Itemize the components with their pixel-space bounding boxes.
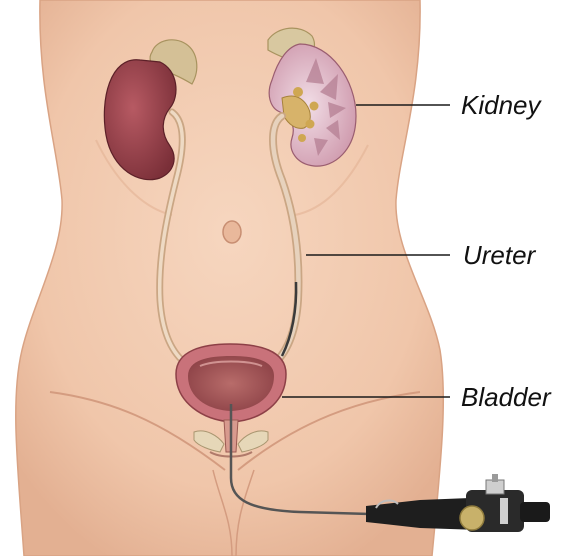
label-kidney: Kidney — [461, 90, 541, 121]
label-bladder: Bladder — [461, 382, 551, 413]
navel — [223, 221, 241, 243]
label-ureter: Ureter — [463, 240, 535, 271]
torso — [16, 0, 444, 556]
